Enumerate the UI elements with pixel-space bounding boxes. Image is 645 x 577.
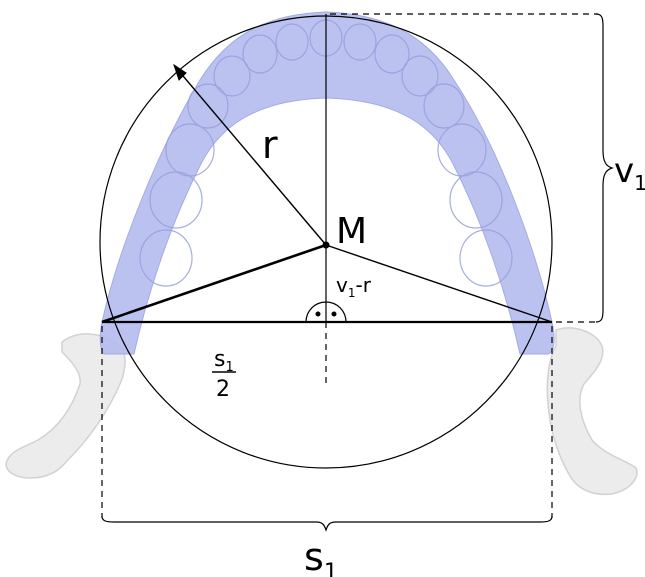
height-letter: v — [614, 151, 634, 191]
center-label-m: M — [336, 211, 367, 252]
arrowhead-icon — [173, 63, 187, 81]
labels: r M v1 s1 s1 2 v1-r — [214, 123, 645, 577]
dental-arch-illustration — [99, 11, 555, 355]
height-v1-brace — [595, 13, 614, 323]
tooth — [374, 34, 410, 74]
height-label-v1: v1 — [614, 151, 645, 195]
right-angle-marker — [305, 301, 347, 323]
difference-label-v1-minus-r: v1-r — [336, 273, 372, 300]
geometry-overlay — [99, 13, 614, 532]
right-angle-dot — [331, 311, 337, 317]
tooth — [149, 171, 203, 229]
mandible-bone-illustration — [5, 327, 638, 496]
tooth — [449, 171, 503, 229]
right-ramus-bone — [546, 327, 638, 496]
radius-r-arrow — [177, 69, 327, 246]
diff-rest: -r — [355, 273, 371, 297]
half-span-letter: s — [214, 347, 225, 372]
radius-left — [101, 243, 327, 324]
tooth — [459, 229, 513, 287]
span-label-s1: s1 — [304, 535, 338, 577]
teeth-outlines — [139, 19, 513, 287]
tooth — [423, 83, 465, 129]
tooth — [213, 55, 251, 97]
tooth — [242, 34, 278, 74]
width-s1-brace — [101, 515, 553, 532]
right-angle-dot — [315, 311, 321, 317]
tooth — [139, 229, 193, 287]
tooth — [343, 23, 377, 61]
half-span-denominator: 2 — [216, 377, 230, 402]
radius-label-r: r — [262, 123, 278, 167]
span-letter: s — [304, 535, 324, 577]
diff-subscript: 1 — [348, 286, 356, 300]
tooth — [401, 55, 439, 97]
center-point-m — [322, 241, 330, 249]
half-span-numerator: s1 — [214, 347, 234, 375]
height-subscript: 1 — [634, 171, 645, 195]
arch-body — [99, 11, 555, 355]
tooth — [187, 83, 229, 129]
diff-letter: v — [336, 273, 348, 297]
span-subscript: 1 — [324, 560, 338, 577]
radius-right — [325, 244, 553, 323]
half-span-subscript: 1 — [225, 360, 233, 375]
left-ramus-bone — [5, 333, 126, 479]
tooth — [275, 23, 309, 61]
